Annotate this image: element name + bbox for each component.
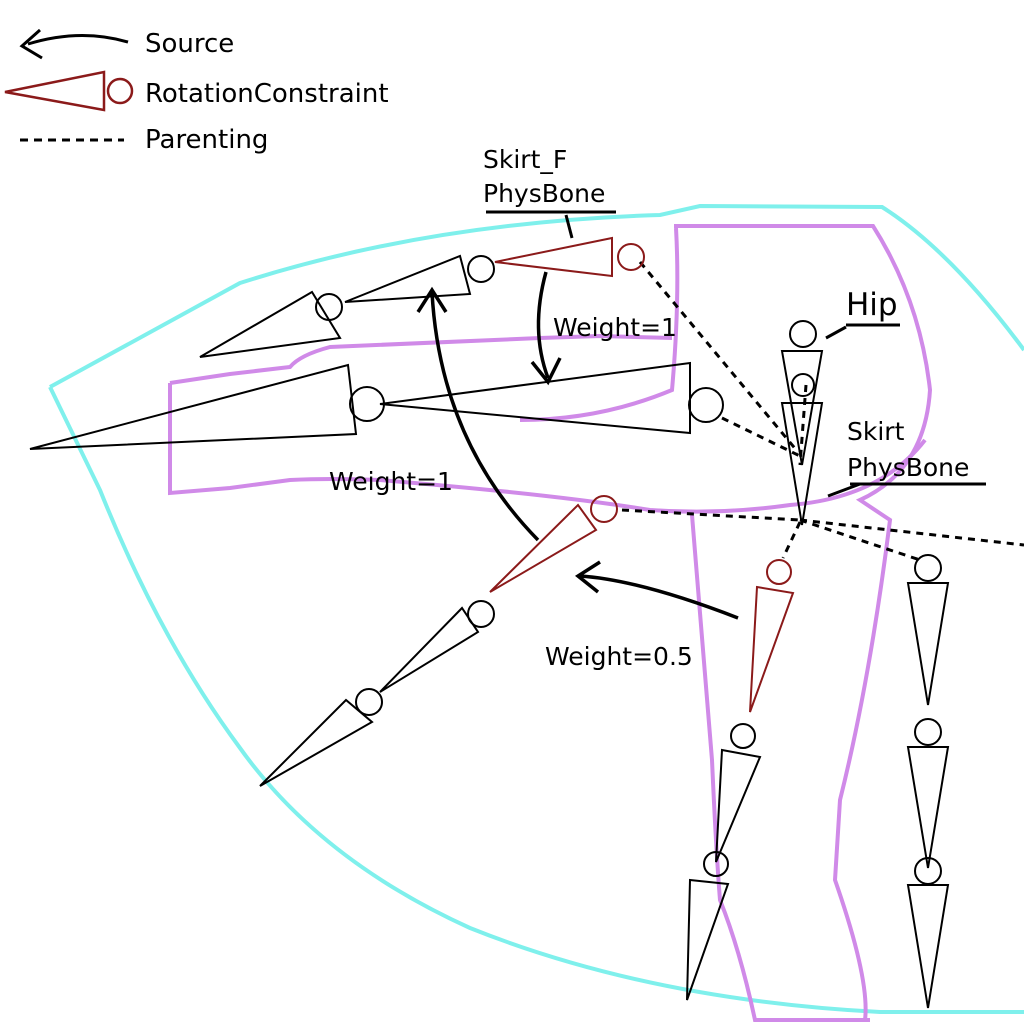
bone-skirt-f-constraint bbox=[494, 236, 613, 278]
hip-bone bbox=[780, 320, 824, 526]
joint-skirt-f-constraint bbox=[617, 243, 645, 271]
hip-title: Hip bbox=[846, 287, 898, 323]
skirt-leader bbox=[827, 482, 861, 498]
joint-thigh-upper bbox=[688, 387, 724, 423]
inner-leg-outline bbox=[690, 514, 870, 1022]
bone-right-3 bbox=[906, 884, 950, 1009]
skirt-f-title-line1: Skirt_F bbox=[483, 145, 567, 174]
weight-left-label: Weight=1 bbox=[329, 467, 453, 496]
thigh-chain bbox=[29, 361, 724, 450]
legend-source-arrow bbox=[27, 33, 129, 46]
weight-half-label: Weight=0.5 bbox=[545, 642, 693, 671]
bone-right-1 bbox=[906, 582, 950, 706]
parent-line-front-constraint bbox=[621, 508, 801, 522]
right-chain bbox=[906, 554, 950, 1009]
source-arrow-left bbox=[430, 291, 540, 542]
joint-right-2 bbox=[914, 718, 942, 746]
bone-right-2 bbox=[906, 746, 950, 869]
parent-line-hip bbox=[798, 384, 808, 466]
legend-rotation-constraint-label: RotationConstraint bbox=[145, 79, 389, 109]
weight-top-label: Weight=1 bbox=[553, 313, 677, 342]
parent-line-right-1 bbox=[799, 518, 1024, 547]
bone-skirt-root bbox=[780, 402, 824, 526]
front-lower-chain bbox=[259, 495, 618, 787]
source-arrows bbox=[416, 271, 739, 620]
legend: Source RotationConstraint Parenting bbox=[4, 28, 389, 155]
joint-side-3 bbox=[703, 851, 729, 877]
bone-side-constraint bbox=[749, 585, 795, 713]
source-arrow-half-head bbox=[574, 560, 601, 594]
hip-leader bbox=[825, 325, 847, 340]
leader-lines bbox=[486, 210, 986, 498]
side-chain bbox=[686, 559, 795, 1001]
skirt-outline bbox=[48, 203, 1024, 1014]
legend-source-label: Source bbox=[145, 29, 234, 59]
bone-skirt-f-2 bbox=[199, 290, 342, 358]
skirt-f-chain bbox=[199, 236, 645, 358]
bone-front-2 bbox=[379, 606, 480, 693]
bone-hip bbox=[780, 350, 824, 466]
legend-source-arrowhead bbox=[19, 28, 43, 60]
source-arrow-top-head bbox=[530, 357, 562, 386]
skirt-title-line1: Skirt bbox=[847, 417, 905, 446]
parent-line-thigh bbox=[721, 416, 801, 458]
joint-thigh-lower bbox=[349, 386, 385, 422]
legend-constraint-joint bbox=[106, 77, 134, 105]
bone-front-3 bbox=[259, 698, 374, 787]
skirt-title-line2: PhysBone bbox=[847, 453, 969, 482]
joint-side-2 bbox=[730, 723, 756, 749]
bone-thigh-lower bbox=[29, 363, 358, 450]
joint-hip bbox=[789, 320, 817, 348]
parenting-lines bbox=[621, 261, 1024, 562]
source-arrow-left-head bbox=[416, 286, 448, 313]
joint-skirt-f-2 bbox=[315, 293, 343, 321]
bone-skirt-f-1 bbox=[344, 254, 472, 303]
joint-front-3 bbox=[355, 688, 383, 716]
skirt-f-leader bbox=[564, 214, 574, 239]
joint-skirt-f-1 bbox=[467, 255, 495, 283]
joint-right-1 bbox=[914, 554, 942, 582]
source-arrow-top bbox=[536, 271, 550, 379]
source-arrow-half bbox=[579, 574, 739, 620]
bone-thigh-upper bbox=[379, 361, 691, 435]
bone-side-2 bbox=[715, 748, 762, 863]
legend-constraint-bone bbox=[4, 70, 106, 112]
parent-line-skirt-f bbox=[638, 261, 800, 453]
leg-outline bbox=[519, 224, 933, 1021]
skirt-f-title-line2: PhysBone bbox=[483, 179, 605, 208]
joint-side-constraint bbox=[766, 559, 792, 585]
parent-line-side-constraint bbox=[781, 521, 802, 559]
parent-line-right-2 bbox=[799, 518, 921, 562]
thigh-outline bbox=[168, 333, 927, 514]
legend-parenting-label: Parenting bbox=[145, 125, 268, 155]
bone-side-3 bbox=[686, 878, 730, 1001]
bone-front-constraint bbox=[489, 503, 598, 593]
joint-skirt-root bbox=[791, 373, 815, 397]
joint-front-2 bbox=[467, 600, 495, 628]
joint-front-constraint bbox=[590, 495, 618, 523]
